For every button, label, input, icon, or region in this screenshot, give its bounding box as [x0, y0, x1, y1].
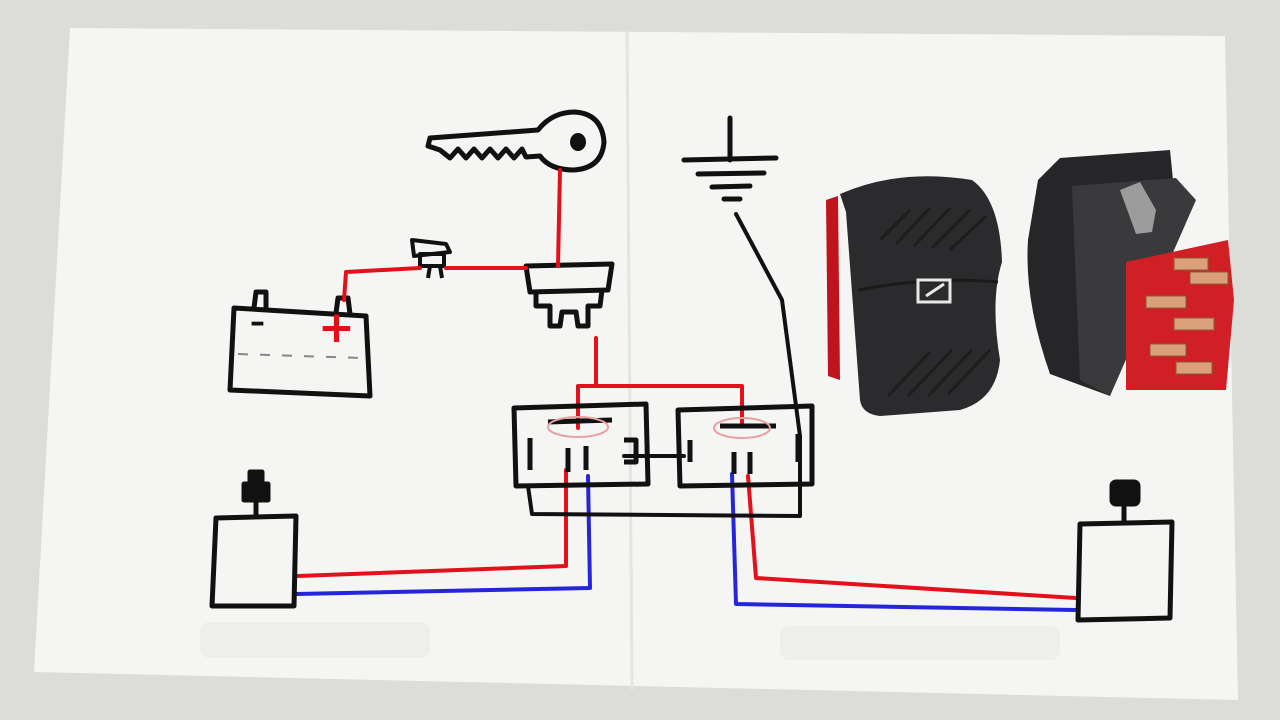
ground-icon: [681, 115, 779, 202]
fuse-icon: [410, 238, 452, 279]
paper-fold: [625, 31, 634, 691]
background-smudges: [200, 622, 1060, 660]
battery-positive-label: +: [318, 302, 355, 353]
motor-icon-right: [1075, 479, 1175, 623]
key-icon: [425, 109, 607, 173]
left-motor-red-wire: [296, 468, 568, 578]
rocker-switch-front-icon: [826, 176, 1002, 416]
ground-down-wire: [526, 212, 802, 518]
relay-icon: [523, 261, 615, 329]
motor-icon-left: [209, 469, 299, 609]
switch-block-right: [675, 403, 815, 489]
switch-block-left: [511, 401, 651, 489]
right-motor-red-wire: [746, 474, 1078, 600]
key-to-relay-wire: [556, 168, 562, 268]
rocker-switch-rear-icon: [1027, 150, 1234, 396]
battery-negative-label: –: [250, 305, 265, 340]
battery-to-fuse-wire: [342, 266, 422, 302]
